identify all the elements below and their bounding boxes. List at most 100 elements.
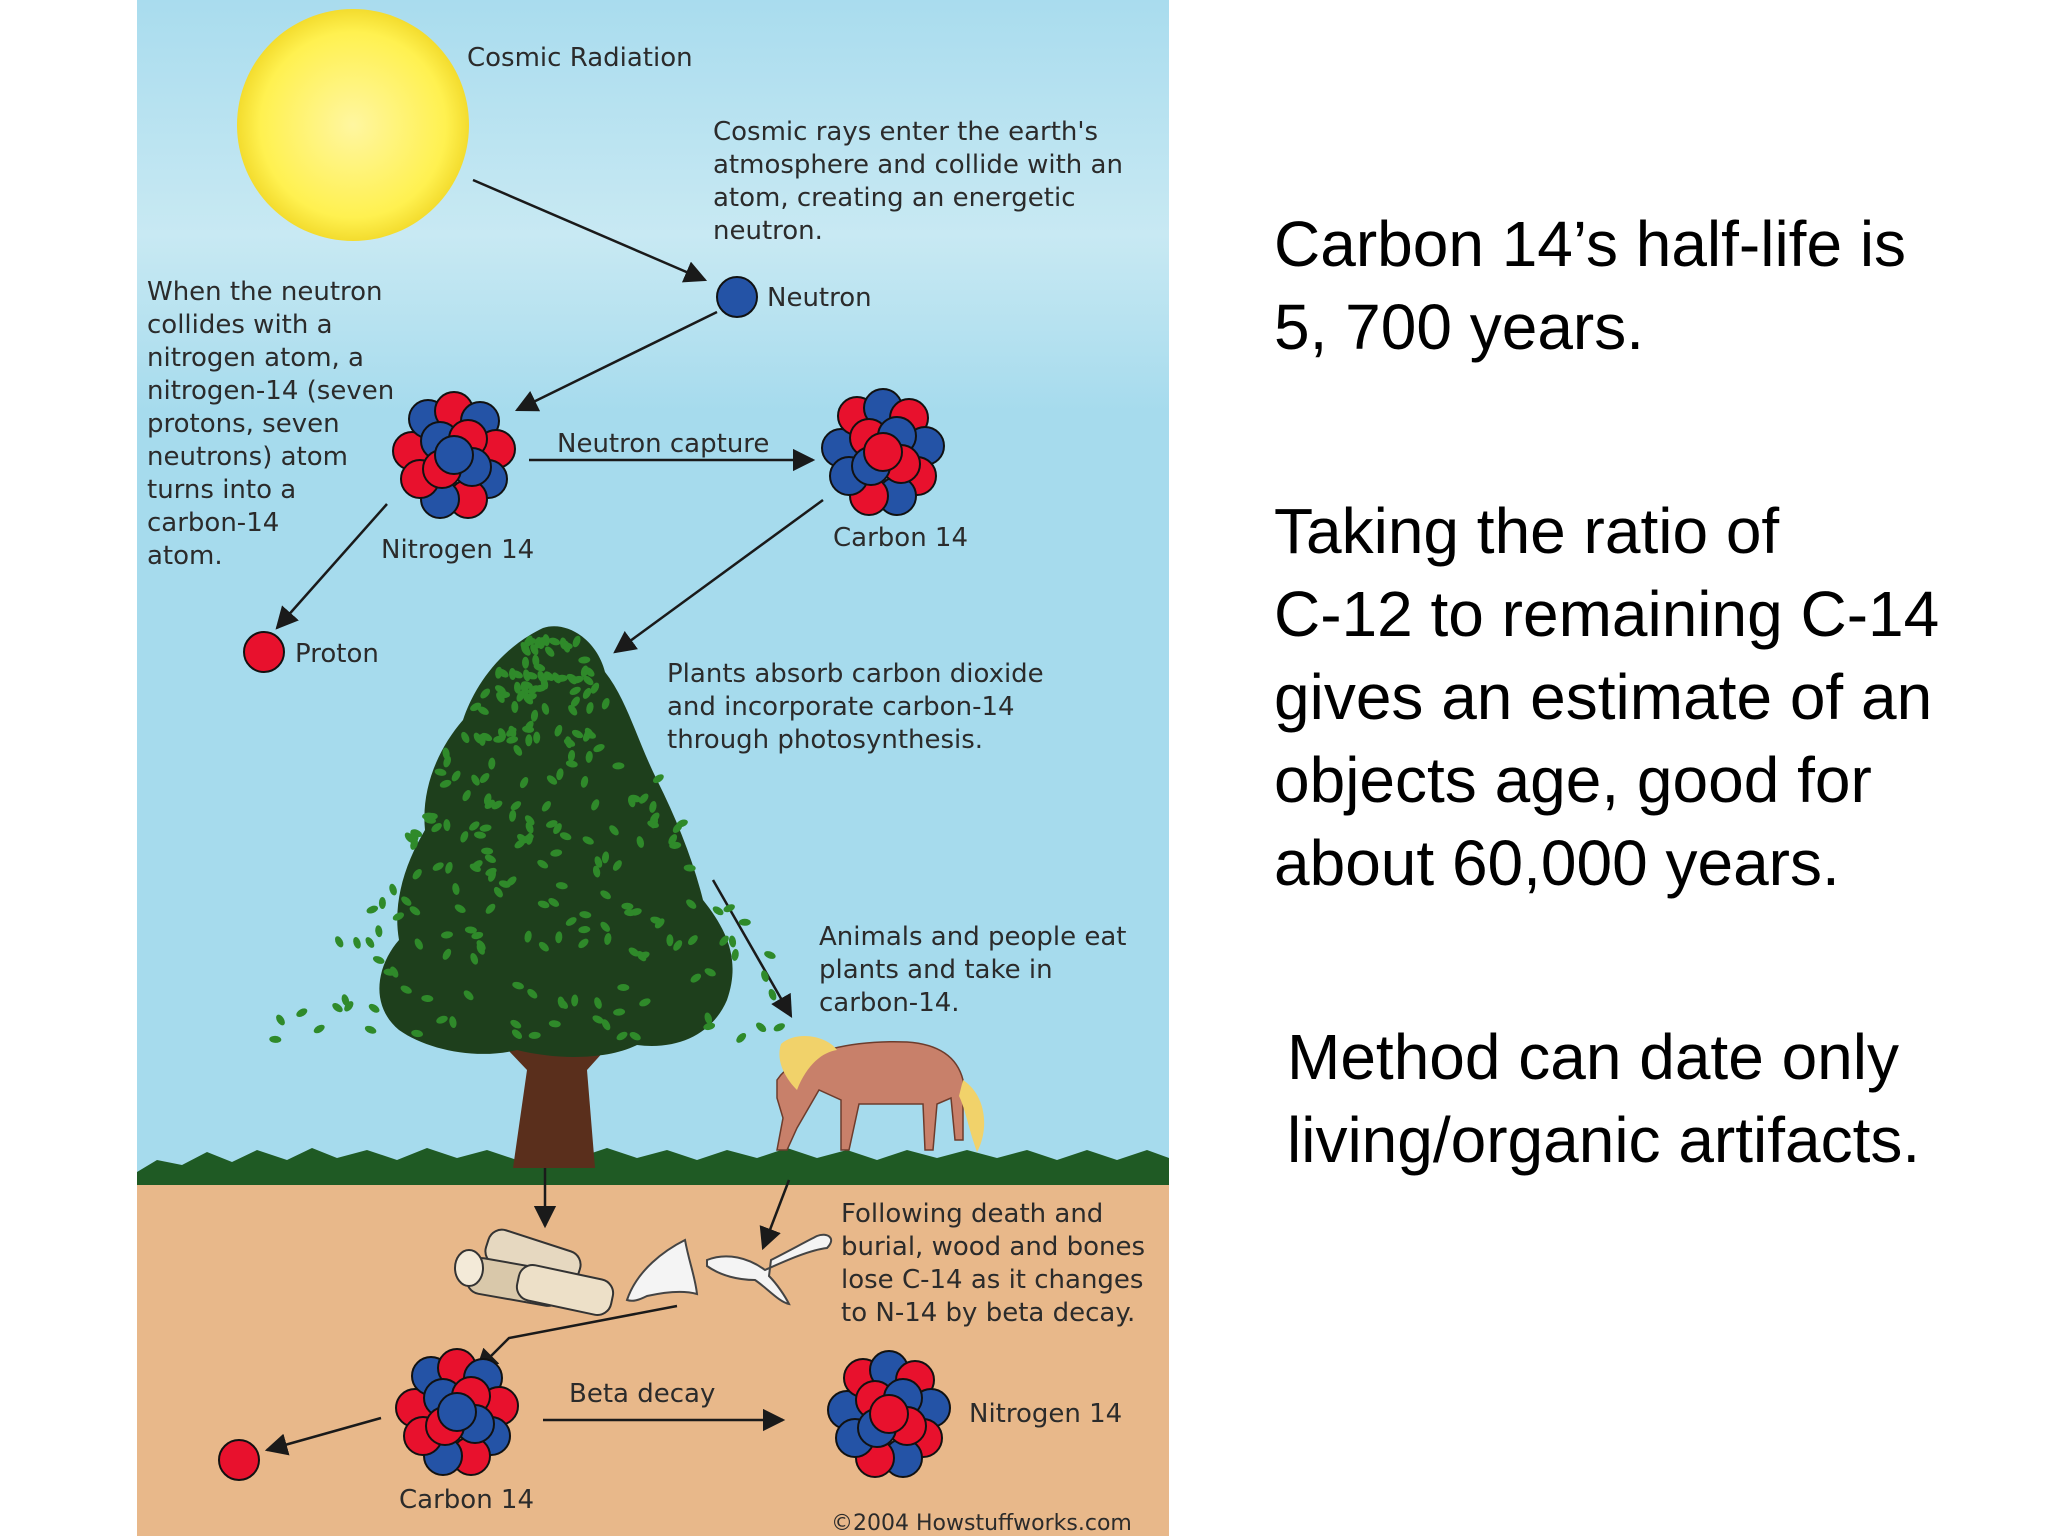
leaf: [530, 709, 539, 722]
leaf: [579, 911, 592, 919]
leaf: [764, 951, 776, 959]
leaf: [422, 812, 435, 820]
leaf: [460, 831, 469, 843]
leaf: [555, 882, 568, 890]
label-following-line-2: burial, wood and bones: [841, 1232, 1145, 1262]
leaf: [731, 948, 739, 961]
leaf: [653, 774, 664, 784]
leaf: [469, 863, 481, 872]
leaf: [477, 706, 489, 715]
leaf: [441, 931, 453, 939]
method-line-1: Method can date only: [1287, 1021, 1899, 1093]
arrow-tree-to-animals: [711, 879, 793, 1018]
half-life-line-2: 5, 700 years.: [1274, 291, 1644, 363]
leaf: [773, 1023, 785, 1032]
ratio-line-4: objects age, good for: [1274, 744, 1872, 816]
horse-tail: [959, 1080, 985, 1152]
leaf: [585, 750, 593, 763]
label-plants-line-1: Plants absorb carbon dioxide: [667, 659, 1044, 689]
leaf: [628, 795, 636, 808]
leaf: [378, 897, 386, 909]
leaf: [650, 812, 660, 823]
leaf: [525, 832, 533, 845]
leaf: [546, 820, 558, 828]
nucleus-carbon-14-top: [821, 388, 945, 516]
nucleus-nitrogen-14-top: [392, 391, 516, 519]
leaf: [484, 854, 496, 863]
label-animals: Animals and people eat plants and take i…: [819, 922, 1135, 1018]
nucleon: [869, 1394, 909, 1434]
nucleon: [434, 435, 474, 475]
leaf: [449, 1016, 457, 1029]
tree-leaves: [269, 634, 785, 1043]
leaf: [524, 930, 532, 943]
leaf: [704, 1012, 713, 1025]
leaf: [582, 730, 592, 742]
leaf: [510, 801, 522, 811]
horse-mane: [779, 1036, 837, 1090]
leaf: [480, 688, 491, 699]
leaf: [541, 703, 550, 715]
leaf: [621, 902, 634, 910]
leaf: [571, 729, 584, 739]
leaf: [409, 906, 421, 916]
arrow-horse-to-bones: [759, 1179, 791, 1251]
leaf: [601, 1019, 611, 1031]
leaf: [601, 697, 610, 710]
leaf: [555, 931, 563, 944]
leaf: [723, 904, 735, 913]
leaf: [471, 774, 480, 786]
leaf: [768, 988, 777, 1001]
leaf: [513, 681, 522, 694]
leaf: [452, 883, 460, 895]
leaf: [669, 841, 682, 849]
leaf: [488, 757, 496, 770]
grass-line: [137, 1148, 1169, 1185]
leaf: [521, 645, 531, 656]
leaf: [511, 701, 519, 713]
leaf: [761, 970, 769, 982]
nucleon: [863, 432, 903, 472]
leaf: [604, 933, 612, 945]
electron-particle: [218, 1439, 260, 1481]
leaf: [558, 999, 569, 1009]
leaf: [704, 968, 716, 977]
leaf: [443, 819, 451, 832]
leaf: [512, 981, 524, 990]
log-low: [515, 1264, 615, 1316]
leaf: [572, 635, 581, 648]
leaf: [525, 671, 538, 680]
leaf: [313, 1024, 325, 1034]
method-text: Method can date only living/organic arti…: [1287, 1016, 2047, 1182]
leaf: [414, 938, 423, 950]
leaf: [533, 663, 546, 672]
leaf: [462, 790, 471, 802]
leaf: [493, 886, 503, 898]
leaf: [421, 994, 434, 1003]
arrow-cosmic-to-neutron: [472, 178, 708, 283]
leg-bones: [706, 1233, 833, 1306]
leaf: [481, 847, 494, 855]
leaf: [445, 861, 453, 874]
log-end: [454, 1249, 484, 1287]
leaf: [523, 694, 534, 705]
leaf: [600, 921, 610, 932]
leaf: [519, 777, 529, 789]
leaf: [568, 704, 578, 716]
leaf: [344, 1001, 354, 1012]
leaf: [683, 864, 696, 872]
leaf: [592, 865, 601, 878]
leaf: [545, 646, 555, 657]
leaf: [392, 912, 405, 921]
leaf: [442, 948, 452, 960]
leaf: [567, 749, 576, 762]
label-cosmic-rays-line-3: atom, creating an energetic: [713, 183, 1076, 213]
leaf: [494, 685, 506, 694]
leaf: [390, 966, 399, 978]
leaf: [538, 637, 546, 650]
leaf: [436, 1015, 448, 1024]
leaf: [540, 673, 553, 681]
leaf: [583, 675, 594, 686]
label-animals-line-1: Animals and people eat: [819, 922, 1126, 952]
leaf: [375, 925, 383, 938]
